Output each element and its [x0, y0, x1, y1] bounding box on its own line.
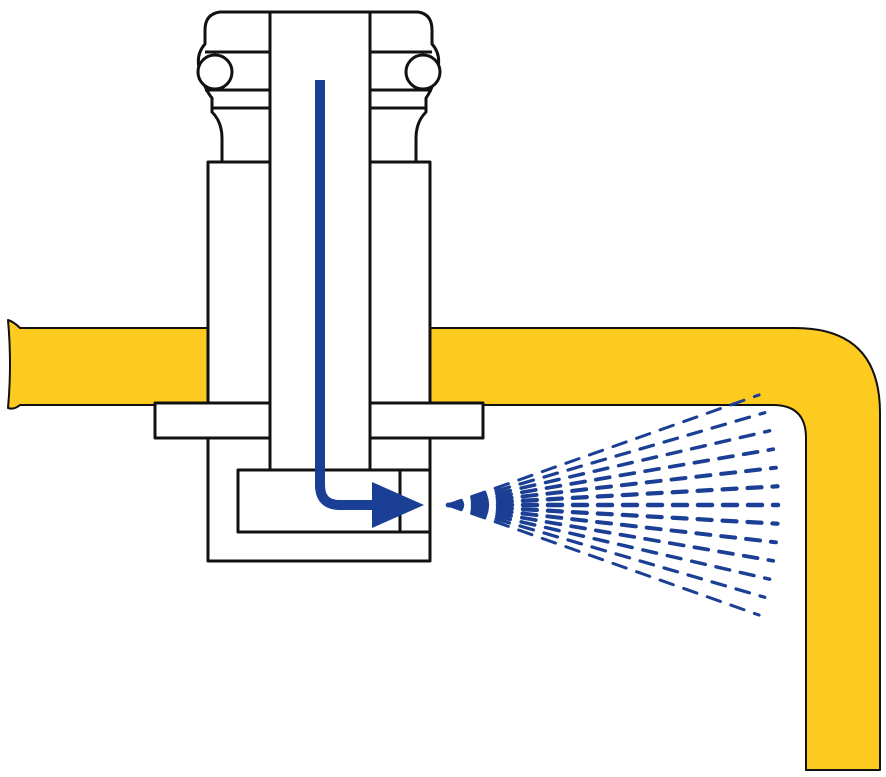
nozzle-head: [196, 10, 442, 164]
spray-ray: [446, 503, 767, 599]
flow-arrow-head: [372, 482, 424, 528]
spray-ray: [446, 465, 778, 507]
spray-ray: [446, 503, 778, 545]
spray-ray: [446, 447, 776, 507]
body-right: [368, 160, 432, 406]
flow-arrow: [315, 80, 424, 528]
thread-bead-left: [196, 53, 234, 91]
tank-wall: [7, 319, 881, 771]
spray-ray: [446, 503, 776, 563]
spray-ray: [445, 484, 780, 508]
spray-ray: [446, 411, 767, 507]
flow-arrow-shaft: [315, 80, 378, 510]
thread-bead-right: [404, 53, 442, 91]
spray-ray: [446, 503, 772, 581]
spray-ray: [446, 503, 761, 617]
spray-pattern: [445, 393, 781, 617]
body-left: [206, 160, 272, 406]
spray-ray: [446, 393, 761, 507]
spray-ray: [445, 502, 780, 526]
spray-ray: [446, 429, 772, 507]
